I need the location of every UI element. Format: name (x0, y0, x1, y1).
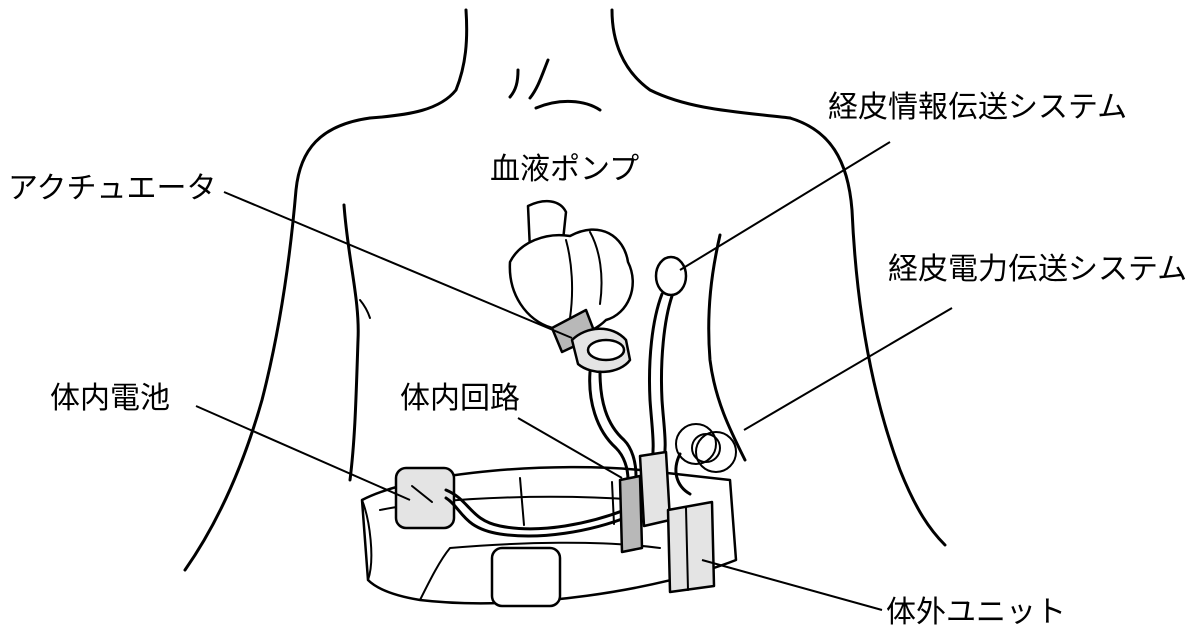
label-transcutaneous-power: 経皮電力伝送システム (888, 253, 1187, 287)
label-transcutaneous-info: 経皮情報伝送システム (828, 91, 1127, 125)
label-blood-pump: 血液ポンプ (490, 153, 639, 187)
external-unit (668, 502, 714, 592)
label-external-unit: 体外ユニット (886, 596, 1066, 630)
label-internal-circuit: 体内回路 (400, 382, 520, 416)
info-transmission-coil (650, 257, 687, 470)
blood-pump (510, 201, 636, 480)
label-actuator: アクチュエータ (8, 172, 217, 206)
label-internal-battery: 体内電池 (50, 382, 170, 416)
